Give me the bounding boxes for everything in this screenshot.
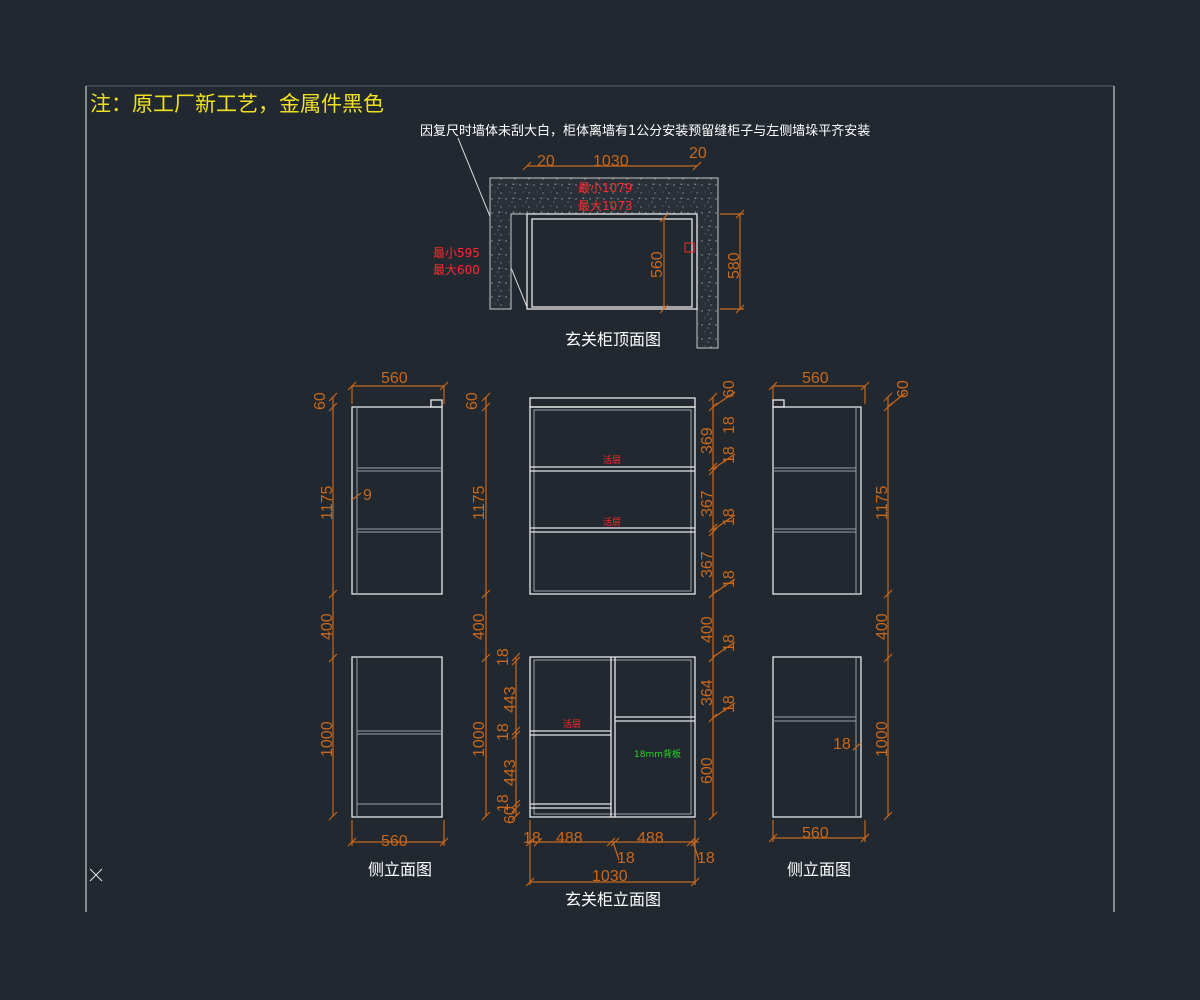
front-dim-lt3: 18 (495, 794, 512, 812)
right-dim-top-h: 60 (895, 380, 912, 398)
front-elevation: 60 1175 400 1000 活层 活层 60 18 369 18 36 (464, 380, 738, 909)
front-dim-mid-t: 18 (617, 850, 635, 867)
right-dim-shelf-mark: 18 (833, 736, 851, 753)
right-side-caption: 侧立面图 (787, 860, 851, 879)
left-dim-shelf-mark: 9 (363, 487, 372, 504)
front-dim-t1: 18 (721, 416, 738, 434)
front-dim-top-h: 60 (721, 380, 738, 398)
front-dim-h3: 367 (699, 551, 716, 578)
front-dim-t6: 18 (721, 695, 738, 713)
front-top-cap (529, 397, 696, 408)
front-dim-lt2: 18 (495, 723, 512, 741)
front-dim-t4: 18 (721, 570, 738, 588)
front-dim-t5: 18 (721, 634, 738, 652)
plan-dim-left-gap: 20 (537, 153, 555, 170)
crosshair-x-icon (89, 868, 103, 882)
left-dim-top-h: 60 (312, 392, 329, 410)
front-dim-w2: 488 (637, 830, 664, 847)
front-dim-left-gap: 400 (471, 613, 488, 640)
drawing-frame (85, 85, 1115, 912)
left-dim-bottom-width: 560 (381, 833, 408, 850)
right-top-bracket (772, 399, 785, 408)
front-shelf-label-3: 活层 (563, 718, 581, 730)
top-plan-view: 因复尺时墙体未刮大白，柜体离墙有1公分安装预留缝柜子与左侧墙垛平齐安装 20 1… (420, 123, 870, 349)
front-dim-h1: 369 (699, 427, 716, 454)
front-dim-edge-right: 18 (697, 850, 715, 867)
front-dim-gap: 400 (699, 616, 716, 643)
right-dim-gap-h: 400 (874, 613, 891, 640)
left-lower-cabinet (351, 656, 443, 818)
front-dim-h2: 367 (699, 490, 716, 517)
plan-dim-outer-depth: 580 (726, 252, 743, 279)
right-upper-cabinet (772, 406, 862, 595)
left-dim-upper-h: 1175 (319, 485, 336, 520)
header-note: 注：原工厂新工艺，金属件黑色 (90, 92, 384, 116)
left-side-elevation: 560 60 1175 400 1000 9 560 侧立面图 (312, 370, 449, 879)
front-dim-left-top-h: 443 (502, 686, 519, 713)
plan-cabinet-outline (526, 213, 698, 310)
front-dim-t2: 18 (721, 446, 738, 464)
front-caption: 玄关柜立面图 (565, 890, 661, 909)
front-upper-cabinet (529, 406, 696, 595)
front-back-panel-label: 18mm背板 (634, 748, 681, 760)
left-top-bracket (430, 399, 443, 408)
front-lower-cabinet (529, 656, 696, 818)
plan-dim-right-gap: 20 (689, 145, 707, 162)
left-dim-gap-h: 400 (319, 613, 336, 640)
front-dim-edge-left: 18 (523, 830, 541, 847)
plan-marker-square (684, 242, 695, 253)
plan-note-min-depth: 最小595 (433, 246, 480, 260)
right-dim-bottom-width: 560 (802, 825, 829, 842)
plan-note-max-depth: 最大600 (433, 263, 480, 277)
left-dim-lower-h: 1000 (319, 721, 336, 757)
plan-cabinet-inner (531, 218, 693, 308)
left-upper-cabinet (351, 406, 443, 595)
right-lower-cabinet (772, 656, 862, 818)
right-dim-top-width: 560 (802, 370, 829, 387)
front-dim-left-lower-h: 1000 (471, 721, 488, 757)
front-dim-w1: 488 (556, 830, 583, 847)
front-dim-left-bottom-h: 443 (502, 759, 519, 786)
left-side-caption: 侧立面图 (368, 860, 432, 879)
front-dim-lt1: 18 (495, 648, 512, 666)
front-dim-t3: 18 (721, 508, 738, 526)
front-dim-right-top-h: 364 (699, 679, 716, 706)
front-shelf-label-2: 活层 (603, 516, 621, 528)
plan-note-max-width: 最大1073 (578, 199, 633, 213)
plan-note-min-width: 最小1079 (578, 181, 633, 195)
plan-dim-width: 1030 (593, 153, 629, 170)
front-shelf-label-1: 活层 (603, 454, 621, 466)
plan-dim-inner-depth: 560 (649, 251, 666, 278)
front-dim-total-width: 1030 (592, 868, 628, 885)
left-dim-top-width: 560 (381, 370, 408, 387)
front-dim-right-bottom-h: 600 (699, 757, 716, 784)
right-side-elevation: 560 18 60 1175 400 1000 560 侧立面图 (768, 370, 912, 879)
right-dim-upper-h: 1175 (874, 485, 891, 520)
plan-callout-note: 因复尺时墙体未刮大白，柜体离墙有1公分安装预留缝柜子与左侧墙垛平齐安装 (420, 123, 870, 139)
front-dim-left-top: 60 (464, 392, 481, 410)
front-dim-foot: 60 (502, 806, 519, 824)
right-dim-lower-h: 1000 (874, 721, 891, 757)
front-dim-left-upper-h: 1175 (471, 485, 488, 520)
plan-caption: 玄关柜顶面图 (565, 330, 661, 349)
